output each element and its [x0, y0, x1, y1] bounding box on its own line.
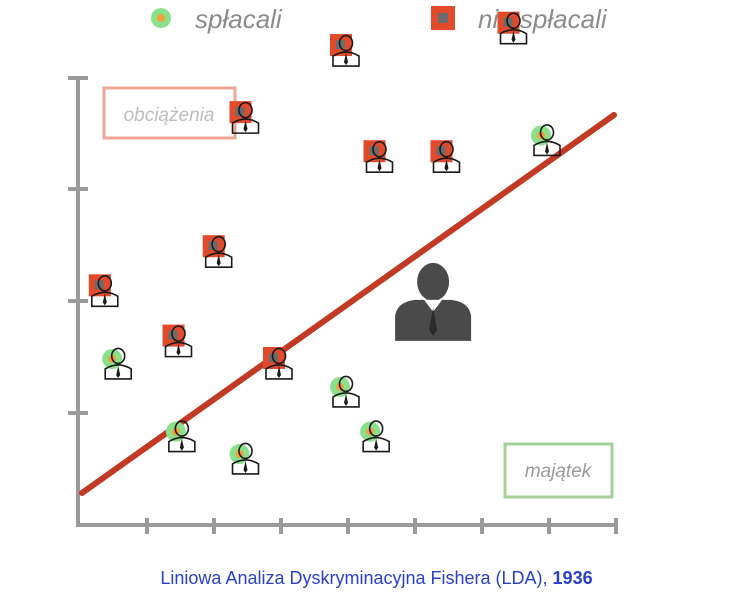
- person-icon: [432, 140, 461, 174]
- person-icon: [164, 325, 193, 358]
- repaid-point: [330, 375, 360, 408]
- repaid-point: [360, 420, 390, 453]
- person-icon: [204, 235, 233, 269]
- legend-repaid-dot: [157, 14, 165, 22]
- not-repaid-point: [430, 140, 461, 174]
- repaid-point: [229, 442, 260, 475]
- legend-repaid-label: spłacali: [195, 4, 283, 34]
- person-icon: [332, 34, 360, 67]
- person-icon: [104, 347, 132, 380]
- liabilities-label: obciążenia: [124, 105, 215, 126]
- legend-not-repaid-dot: [438, 13, 448, 23]
- assets-label: majątek: [525, 461, 593, 482]
- query-person-icon: [395, 262, 472, 341]
- discriminant-line: [79, 112, 617, 496]
- not-repaid-point: [363, 140, 394, 174]
- person-icon: [168, 420, 196, 453]
- person-icon: [265, 347, 293, 380]
- not-repaid-point: [162, 324, 193, 358]
- not-repaid-dot: [208, 241, 218, 251]
- person-icon: [365, 140, 394, 174]
- not-repaid-dot: [503, 17, 513, 27]
- legend-not-repaid-label: nie spłacali: [478, 4, 608, 34]
- points-layer: [88, 11, 561, 475]
- not-repaid-point: [88, 274, 119, 308]
- person-icon: [231, 442, 260, 475]
- caption-text: Liniowa Analiza Dyskryminacyjna Fishera …: [160, 568, 553, 588]
- not-repaid-dot: [369, 146, 379, 156]
- caption: Liniowa Analiza Dyskryminacyjna Fishera …: [0, 568, 753, 589]
- not-repaid-point: [263, 346, 293, 380]
- not-repaid-dot: [269, 352, 278, 362]
- caption-year: 1936: [552, 568, 593, 588]
- not-repaid-dot: [336, 40, 345, 50]
- assets-box: majątek: [503, 442, 614, 499]
- not-repaid-point: [202, 235, 233, 269]
- not-repaid-point: [330, 34, 360, 67]
- not-repaid-dot: [436, 146, 446, 156]
- not-repaid-dot: [94, 280, 104, 290]
- person-icon: [533, 124, 561, 157]
- axes: [68, 76, 618, 534]
- person-icon: [499, 12, 528, 45]
- repaid-point: [165, 420, 196, 453]
- not-repaid-dot: [235, 107, 245, 117]
- not-repaid-dot: [168, 330, 178, 340]
- person-icon: [91, 275, 119, 308]
- legend: spłacali nie spłacali: [151, 4, 608, 34]
- liabilities-box: obciążenia: [102, 86, 237, 140]
- repaid-point: [531, 124, 561, 157]
- person-icon: [231, 101, 260, 134]
- person-icon: [362, 420, 390, 453]
- person-icon: [332, 375, 360, 408]
- not-repaid-point: [497, 11, 528, 45]
- not-repaid-point: [229, 101, 260, 134]
- repaid-point: [102, 347, 132, 380]
